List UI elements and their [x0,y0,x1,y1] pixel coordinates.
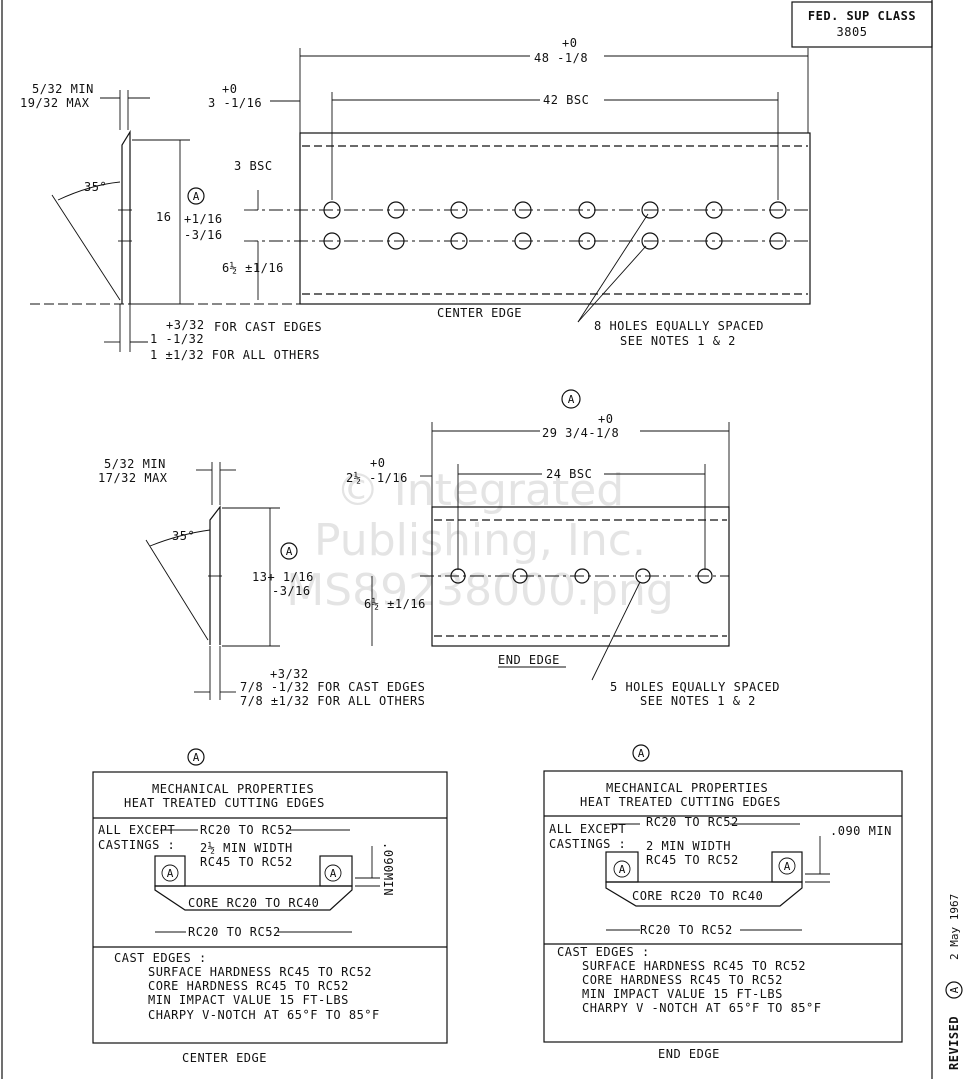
props-end-cast-2: CORE HARDNESS RC45 TO RC52 [582,973,783,987]
center-holes-note-2: SEE NOTES 1 & 2 [620,334,736,348]
props-end-label-1: ALL EXCEPT [549,822,626,836]
props-center-cast-3: MIN IMPACT VALUE 15 FT-LBS [148,993,349,1007]
end-edge-cast-tol: +3/32 [270,667,309,681]
end-bottom-row: 6½ ±1/16 [364,597,426,611]
props-end-min-width: 2 MIN WIDTH [646,839,731,853]
end-offset: 2½ -1/16 [346,471,408,485]
props-center-cast-1: SURFACE HARDNESS RC45 TO RC52 [148,965,372,979]
center-hole-span: 42 BSC [543,93,589,107]
end-angle: 35° [172,529,195,543]
revision-date: 2 May 1967 [948,894,961,960]
props-end-mark-left: A [619,863,626,876]
end-overall-length: 29 3/4-1/8 [542,426,619,440]
end-edge-view: A +0 29 3/4-1/8 24 BSC 5/32 MIN 17/32 MA… [98,389,780,708]
center-edge-caption: CENTER EDGE [437,306,522,320]
center-holes-note-1: 8 HOLES EQUALLY SPACED [594,319,764,333]
props-center-mark-right: A [330,867,337,880]
revision-mark: A [948,986,961,993]
end-height-tol: -3/16 [272,584,311,598]
props-center-cast-4: CHARPY V-NOTCH AT 65°F TO 85°F [148,1008,380,1022]
center-angle: 35° [84,180,107,194]
center-holes [323,201,787,250]
props-end-cast-title: CAST EDGES : [557,945,650,959]
center-offset: 3 -1/16 [208,96,262,110]
end-hole-span: 24 BSC [546,467,592,481]
props-end-width-range: RC45 TO RC52 [646,853,739,867]
fed-sup-class-label: FED. SUP CLASS [808,9,916,23]
end-edge-plate [431,506,730,647]
watermark: © Integrated Publishing, Inc. MS89238000… [286,465,674,616]
props-center-caption: CENTER EDGE [182,1051,267,1065]
props-end-mark-right: A [784,860,791,873]
center-thickness-max: 19/32 MAX [20,96,90,110]
props-end-title-2: HEAT TREATED CUTTING EDGES [580,795,781,809]
fed-sup-class-value: 3805 [837,25,868,39]
end-edge-cast: 7/8 -1/32 FOR CAST EDGES [240,680,425,694]
props-center-min-width: 2½ MIN WIDTH [200,841,293,855]
center-row-spacing: 3 BSC [234,159,273,173]
center-overall-length-top: +0 [562,36,577,50]
props-end-cast-1: SURFACE HARDNESS RC45 TO RC52 [582,959,806,973]
center-edge-cast-tol: +3/32 [166,318,205,332]
props-center-core: CORE RC20 TO RC40 [188,896,319,910]
end-holes [450,568,713,584]
center-edge-nominal: 1 -1/32 [150,332,204,346]
props-end-bottom-range: RC20 TO RC52 [640,923,733,937]
revised-label: REVISED [947,1016,961,1070]
center-height-tol-minus: -3/16 [184,228,223,242]
end-holes-note-2: SEE NOTES 1 & 2 [640,694,756,708]
center-overall-length: 48 -1/8 [534,51,588,65]
props-end-cast-4: CHARPY V -NOTCH AT 65°F TO 85°F [582,1001,821,1015]
props-center-mark-left: A [167,867,174,880]
center-height-tol-plus: +1/16 [184,212,223,226]
center-edge-cast-label: FOR CAST EDGES [214,320,322,334]
end-height-main: 13+ 1/16 [252,570,314,584]
center-edge-profile [121,129,131,304]
center-edge-others: 1 ±1/32 FOR ALL OTHERS [150,348,320,362]
center-edge-view: 5/32 MIN 19/32 MAX 35° A 16 +1/16 -3/16 … [20,36,811,362]
props-end-top-range: RC20 TO RC52 [646,815,739,829]
props-center-width-range: RC45 TO RC52 [200,855,293,869]
end-rev-mark: A [568,393,575,406]
props-center-table: A MECHANICAL PROPERTIES HEAT TREATED CUT… [92,748,448,1065]
props-center-label-2: CASTINGS : [98,838,175,852]
props-end-table: A MECHANICAL PROPERTIES HEAT TREATED CUT… [543,744,903,1061]
center-rev-mark: A [193,190,200,203]
end-edge-caption: END EDGE [498,653,560,667]
props-center-top-range: RC20 TO RC52 [200,823,293,837]
center-edge-plate [299,132,811,305]
end-thickness-min: 5/32 MIN [104,457,166,471]
props-end-depth: .090 MIN [830,824,892,838]
props-end-cast-3: MIN IMPACT VALUE 15 FT-LBS [582,987,783,1001]
title-block: FED. SUP CLASS 3805 [791,1,933,48]
center-thickness-min: 5/32 MIN [32,82,94,96]
props-center-rev-mark: A [193,751,200,764]
end-holes-note-1: 5 HOLES EQUALLY SPACED [610,680,780,694]
end-thickness-max: 17/32 MAX [98,471,168,485]
watermark-line-2: Publishing, Inc. [314,515,646,566]
props-end-label-2: CASTINGS : [549,837,626,851]
props-center-bottom-range: RC20 TO RC52 [188,925,281,939]
props-end-caption: END EDGE [658,1047,720,1061]
props-end-title-1: MECHANICAL PROPERTIES [606,781,768,795]
props-center-cast-title: CAST EDGES : [114,951,207,965]
props-center-title-2: HEAT TREATED CUTTING EDGES [124,796,325,810]
center-bottom-row: 6½ ±1/16 [222,261,284,275]
end-overall-length-top: +0 [598,412,613,426]
revision-note: REVISED A 2 May 1967 [945,894,963,1070]
center-height-main: 16 [156,210,171,224]
props-end-rev-mark: A [638,747,645,760]
end-offset-tol: +0 [370,456,385,470]
props-center-depth: .090MIN [381,842,395,896]
props-center-cast-2: CORE HARDNESS RC45 TO RC52 [148,979,349,993]
center-offset-tol: +0 [222,82,237,96]
end-height-rev-mark: A [286,545,293,558]
end-edge-others: 7/8 ±1/32 FOR ALL OTHERS [240,694,425,708]
props-end-core: CORE RC20 TO RC40 [632,889,763,903]
watermark-line-3: MS89238000.png [286,565,674,616]
props-center-label-1: ALL EXCEPT [98,823,175,837]
props-center-title-1: MECHANICAL PROPERTIES [152,782,314,796]
